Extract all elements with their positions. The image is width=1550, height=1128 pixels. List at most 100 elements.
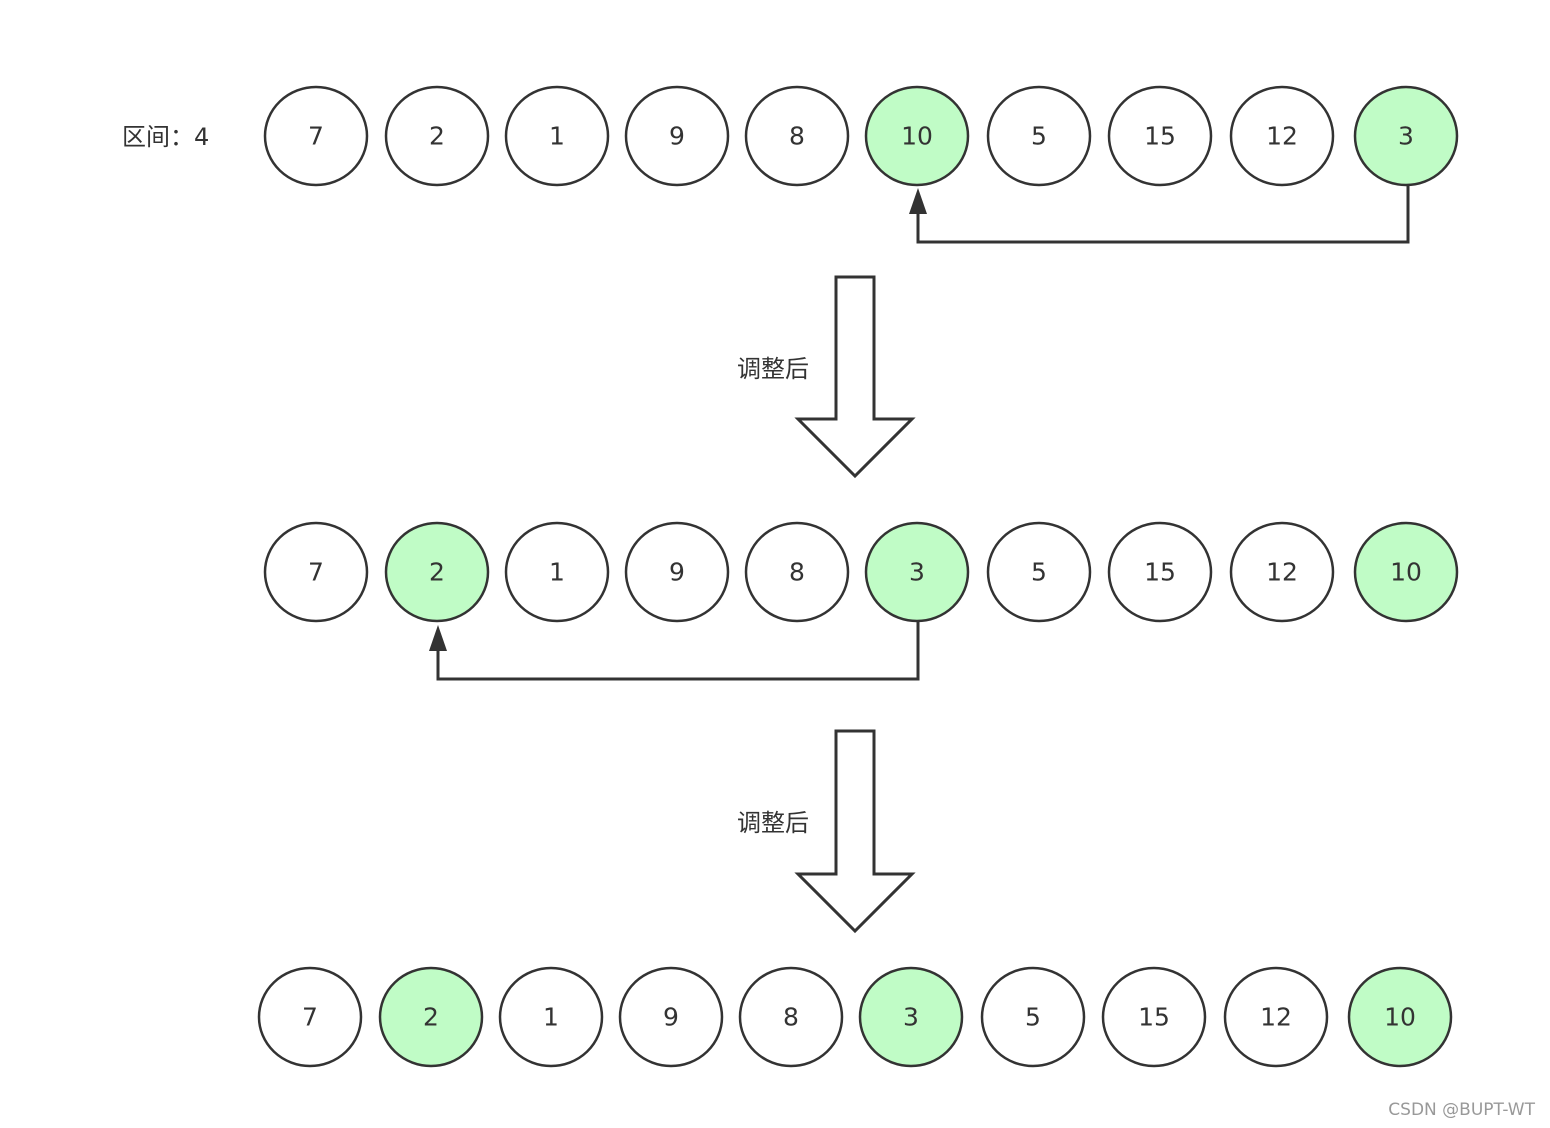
array-node: 1 <box>504 521 610 623</box>
node-circle <box>263 521 369 623</box>
array-node: 5 <box>986 85 1092 187</box>
array-node: 8 <box>744 521 850 623</box>
node-circle <box>378 966 484 1068</box>
array-node: 5 <box>986 521 1092 623</box>
array-node: 15 <box>1107 521 1213 623</box>
node-value: 3 <box>1398 122 1414 151</box>
array-node: 9 <box>624 85 730 187</box>
array-node: 12 <box>1229 85 1335 187</box>
node-circle <box>1223 966 1329 1068</box>
node-circle <box>1107 85 1213 187</box>
node-circle <box>1101 966 1207 1068</box>
node-value: 10 <box>901 122 933 151</box>
node-value: 12 <box>1266 558 1298 587</box>
array-node: 3 <box>1353 85 1459 187</box>
node-value: 5 <box>1031 122 1047 151</box>
down-arrow-icon <box>794 275 916 479</box>
node-value: 12 <box>1266 122 1298 151</box>
node-circle <box>1353 85 1459 187</box>
step-label: 调整后 <box>737 809 809 837</box>
array-node: 15 <box>1107 85 1213 187</box>
row-2: 7 2 1 9 8 3 5 15 <box>263 521 1459 623</box>
node-circle <box>744 85 850 187</box>
node-circle <box>624 521 730 623</box>
swap-connector-1 <box>909 185 1410 244</box>
array-node: 7 <box>257 966 363 1068</box>
node-circle <box>1229 521 1335 623</box>
array-node: 10 <box>1347 966 1453 1068</box>
node-value: 7 <box>308 558 324 587</box>
node-circle <box>263 85 369 187</box>
array-node: 9 <box>618 966 724 1068</box>
node-value: 9 <box>669 122 685 151</box>
node-value: 5 <box>1025 1003 1041 1032</box>
array-node: 3 <box>858 966 964 1068</box>
node-value: 10 <box>1384 1003 1416 1032</box>
node-value: 15 <box>1138 1003 1170 1032</box>
node-circle <box>624 85 730 187</box>
node-value: 1 <box>549 558 565 587</box>
node-value: 12 <box>1260 1003 1292 1032</box>
node-value: 2 <box>429 558 445 587</box>
array-node: 2 <box>384 85 490 187</box>
row-3: 7 2 1 9 8 3 5 15 <box>257 966 1453 1068</box>
array-node: 1 <box>504 85 610 187</box>
node-circle <box>498 966 604 1068</box>
node-value: 8 <box>783 1003 799 1032</box>
node-circle <box>858 966 964 1068</box>
row-1: 7 2 1 9 8 10 5 15 <box>263 85 1459 187</box>
node-value: 2 <box>423 1003 439 1032</box>
array-node: 12 <box>1229 521 1335 623</box>
connector-line <box>916 185 1410 244</box>
node-circle <box>504 521 610 623</box>
node-circle <box>504 85 610 187</box>
swap-connector-2 <box>429 621 920 681</box>
array-node: 8 <box>738 966 844 1068</box>
array-node: 1 <box>498 966 604 1068</box>
array-node: 7 <box>263 521 369 623</box>
array-node: 2 <box>378 966 484 1068</box>
arrow-up-icon <box>909 188 927 214</box>
array-node: 15 <box>1101 966 1207 1068</box>
array-node: 7 <box>263 85 369 187</box>
array-node: 5 <box>980 966 1086 1068</box>
array-node: 8 <box>744 85 850 187</box>
node-circle <box>738 966 844 1068</box>
node-value: 7 <box>308 122 324 151</box>
step-label: 调整后 <box>737 355 809 383</box>
node-circle <box>1353 521 1459 623</box>
node-value: 3 <box>909 558 925 587</box>
array-node: 10 <box>864 85 970 187</box>
node-value: 7 <box>302 1003 318 1032</box>
node-circle <box>744 521 850 623</box>
node-value: 10 <box>1390 558 1422 587</box>
node-circle <box>864 85 970 187</box>
watermark: CSDN @BUPT-WT <box>1388 1100 1535 1120</box>
node-circle <box>1347 966 1453 1068</box>
array-node: 10 <box>1353 521 1459 623</box>
step-arrow-1: 调整后 <box>737 275 916 479</box>
array-node: 12 <box>1223 966 1329 1068</box>
node-circle <box>257 966 363 1068</box>
gap-label: 区间：4 <box>122 123 209 151</box>
array-node: 2 <box>384 521 490 623</box>
node-value: 2 <box>429 122 445 151</box>
node-value: 3 <box>903 1003 919 1032</box>
array-node: 9 <box>624 521 730 623</box>
node-value: 1 <box>543 1003 559 1032</box>
node-value: 8 <box>789 122 805 151</box>
node-value: 5 <box>1031 558 1047 587</box>
node-circle <box>1107 521 1213 623</box>
node-value: 9 <box>669 558 685 587</box>
arrow-up-icon <box>429 625 447 651</box>
node-value: 9 <box>663 1003 679 1032</box>
array-node: 3 <box>864 521 970 623</box>
node-circle <box>986 85 1092 187</box>
node-value: 1 <box>549 122 565 151</box>
node-value: 8 <box>789 558 805 587</box>
node-circle <box>618 966 724 1068</box>
step-arrow-2: 调整后 <box>737 729 916 934</box>
node-circle <box>980 966 1086 1068</box>
node-value: 15 <box>1144 122 1176 151</box>
